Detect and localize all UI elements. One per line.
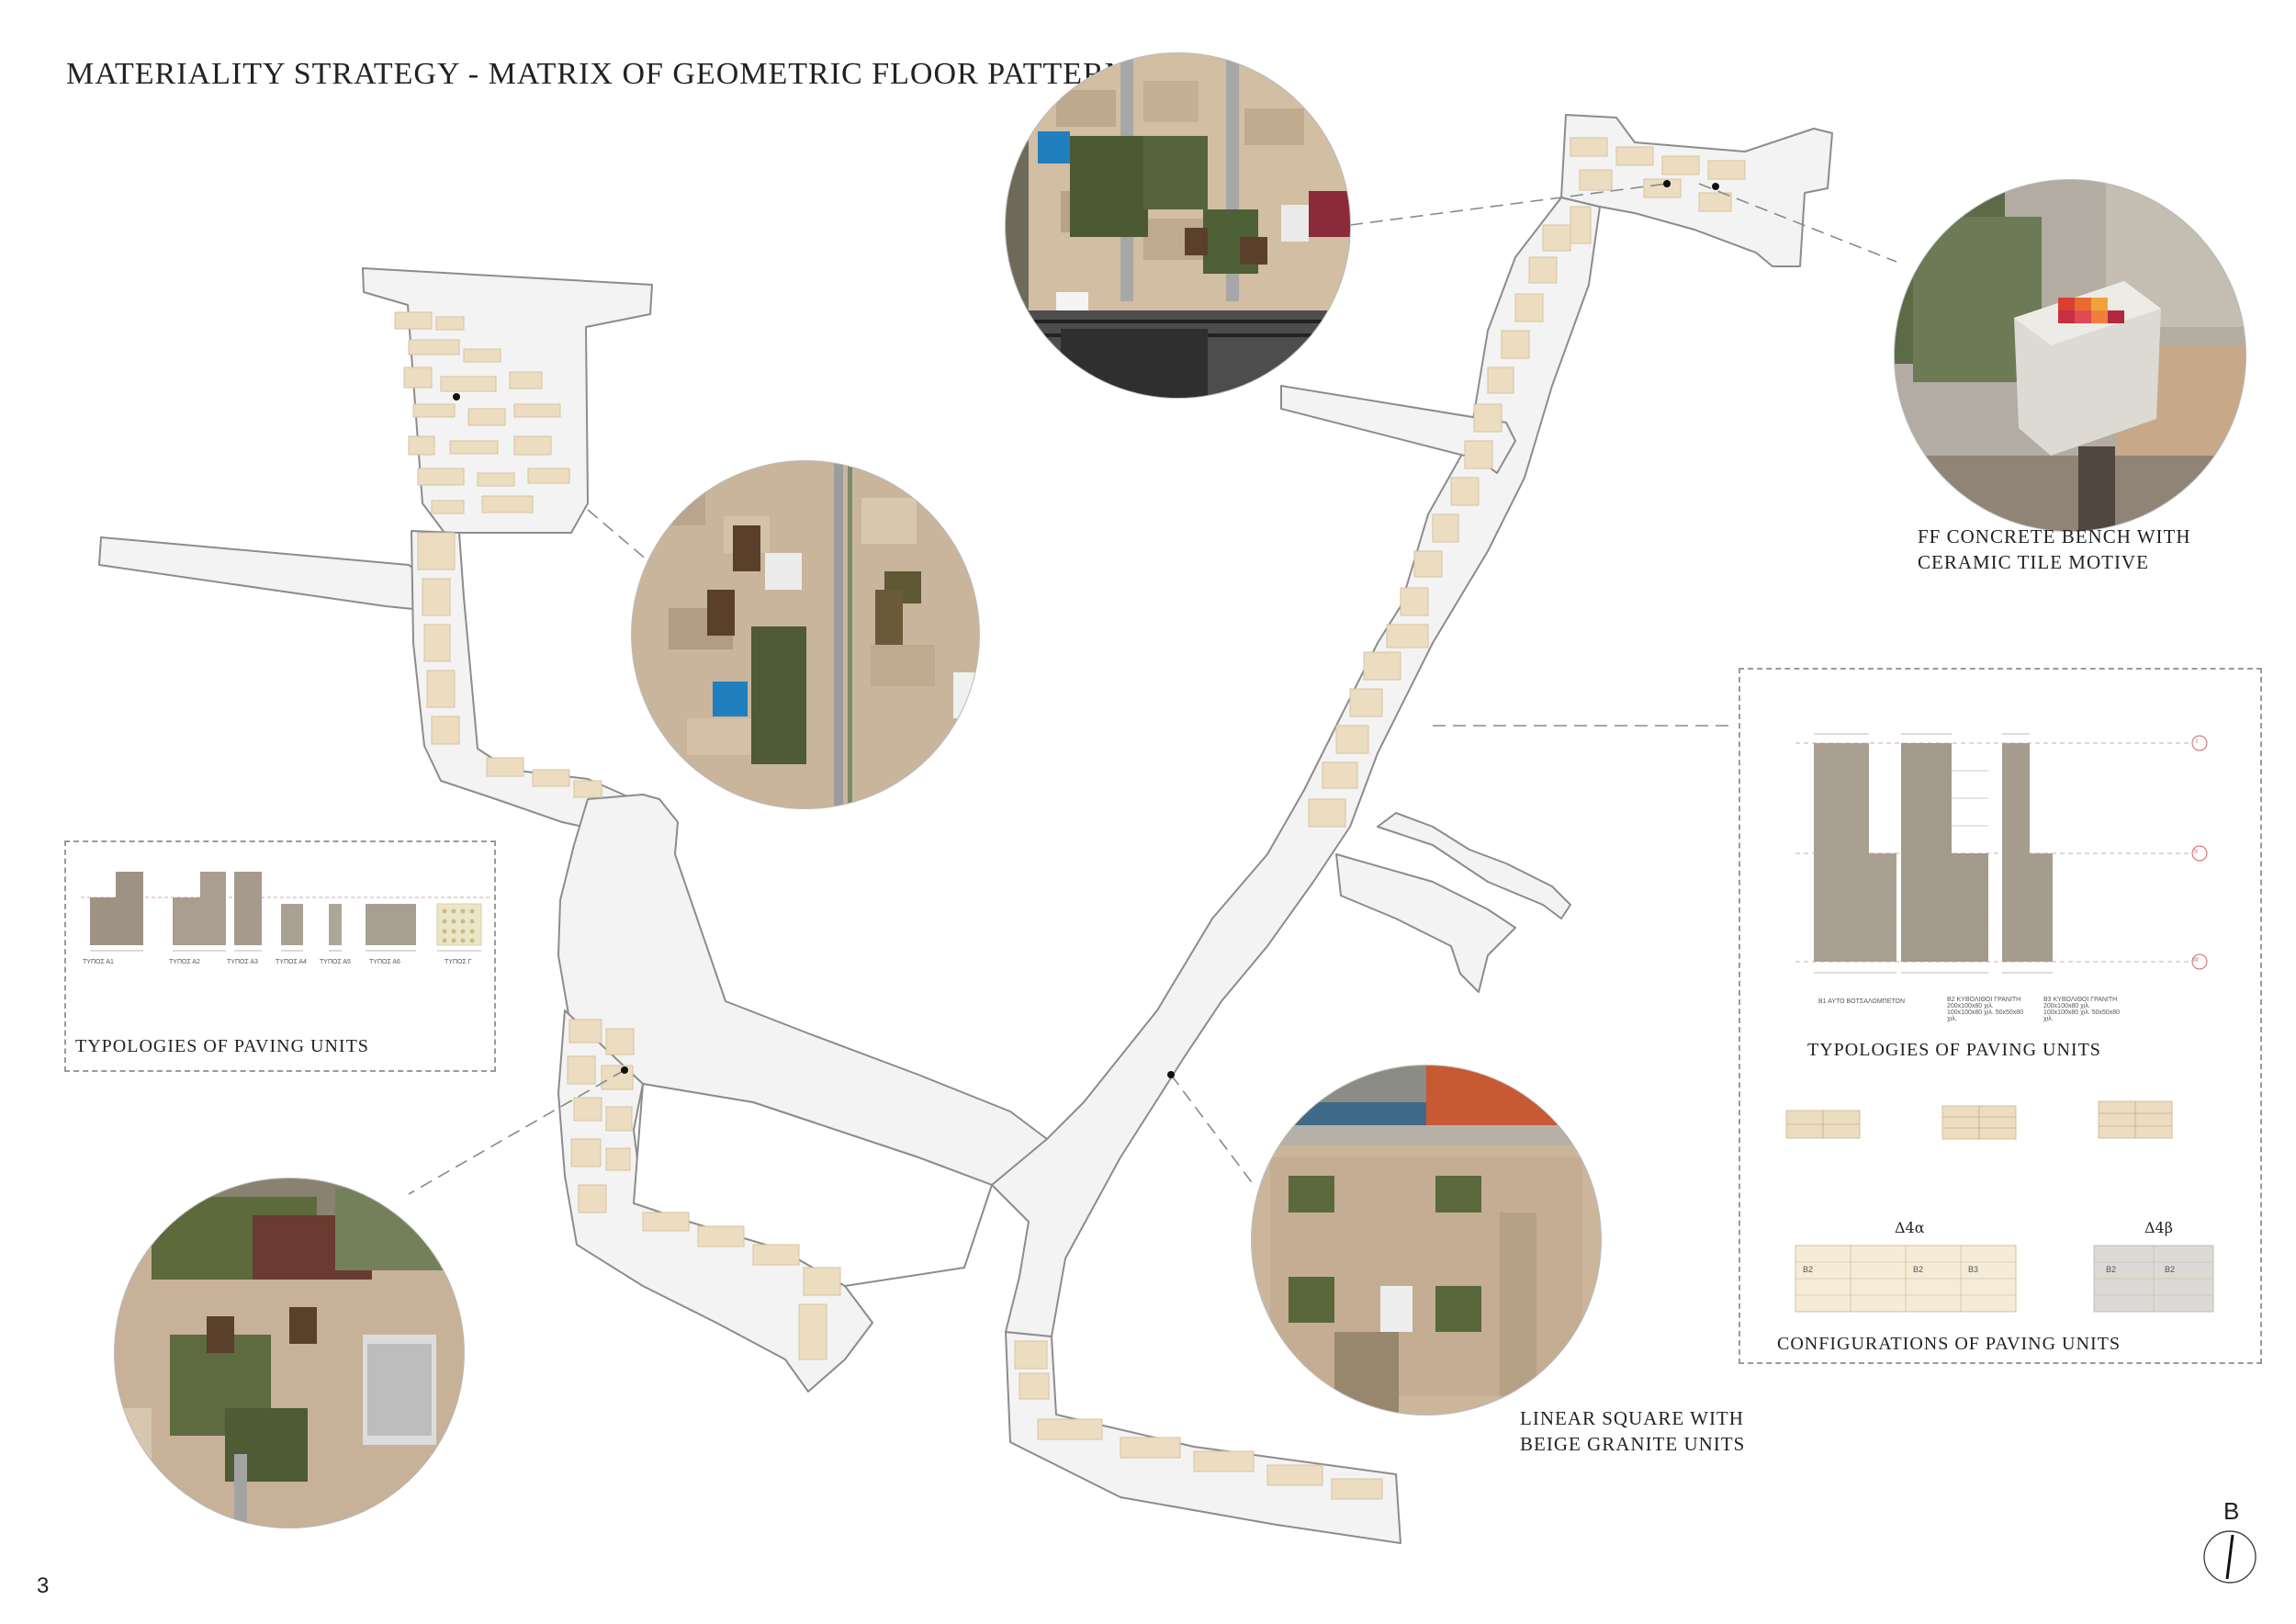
config-d4a [1795, 1245, 2017, 1313]
plan-east-branch [1377, 812, 1571, 919]
type-a4-unit [281, 904, 303, 945]
page-title: MATERIALITY STRATEGY - MATRIX OF GEOMETR… [66, 57, 1147, 91]
unit-b3 [2002, 743, 2053, 962]
plan-top-left-square [362, 267, 653, 534]
type-g-label: ΤΥΠΟΣ Γ [445, 959, 472, 965]
leader-dots [453, 180, 1719, 1078]
plan-bottom-street [1005, 1331, 1401, 1544]
bench-photo-illustration [1895, 180, 2245, 531]
photo-concrete-bench [1895, 180, 2245, 531]
right-typologies-caption: TYPOLOGIES OF PAVING UNITS [1807, 1040, 2101, 1060]
right-typologies-drawing [1785, 733, 2214, 1313]
plan-east-branch-2 [1335, 853, 1516, 993]
plan-diagonal-avenue [991, 197, 1601, 1337]
page-number: 3 [37, 1573, 50, 1598]
config-d4a-label: Δ4α [1895, 1219, 1925, 1236]
north-arrow-icon [2203, 1530, 2257, 1584]
linear-square-caption-line-1: LINEAR SQUARE WITH [1520, 1407, 1744, 1429]
left-typologies-panel: ΤΥΠΟΣ Α1 ΤΥΠΟΣ Α2 ΤΥΠΟΣ Α3 ΤΥΠΟΣ Α4 ΤΥΠΟ… [64, 840, 496, 1072]
photo-top-square [1006, 53, 1350, 398]
unit-b2-note: Β2 ΚΥΒΟΛΙΘΟΙ ΓΡΑΝΙΤΗ 200x100x80 χιλ. 100… [1947, 997, 2024, 1022]
photo-lower-plaza [115, 1179, 464, 1528]
linear-square-caption: LINEAR SQUARE WITH BEIGE GRANITE UNITS [1520, 1405, 1745, 1457]
cell-label-b2: Β2 [1803, 1265, 1814, 1274]
cell-label-b3: Β3 [1968, 1265, 1979, 1274]
left-typologies-drawing [81, 872, 490, 952]
plan-west-street [98, 536, 442, 612]
type-a5-label: ΤΥΠΟΣ Α5 [320, 959, 351, 965]
type-a1-unit [90, 872, 143, 945]
level-label-iii: III [2193, 957, 2199, 964]
type-a2-label: ΤΥΠΟΣ Α2 [169, 959, 200, 965]
unit-b3-note: Β3 ΚΥΒΟΛΙΘΟΙ ΓΡΑΝΙΤΗ 200x100x80 χιλ. 100… [2043, 997, 2121, 1022]
plan-north-spur [1280, 385, 1516, 474]
paving-units [394, 137, 1746, 1500]
plaza-aerial-illustration [632, 461, 979, 808]
unit-b1-note: Β1 ΑΥΤΟ ΒΟΤΣΑΛΟΜΠΕΤΟΝ [1818, 998, 1906, 1005]
config-d4b-label: Δ4β [2144, 1219, 2173, 1236]
linear-square-illustration [1252, 1066, 1601, 1415]
right-typologies-panel: I II III Β1 ΑΥΤΟ ΒΟΤΣΑΛΟΜΠΕΤΟΝ Β2 ΚΥΒΟΛΙ… [1739, 668, 2262, 1364]
type-a4-label: ΤΥΠΟΣ Α4 [276, 959, 307, 965]
type-a5-unit [329, 904, 342, 945]
type-a6-unit [366, 904, 416, 945]
photo-linear-square [1252, 1066, 1601, 1415]
level-label-i: I [2196, 739, 2198, 745]
unit-b1 [1814, 743, 1896, 962]
type-a2-unit [173, 872, 226, 945]
cell-label-b2: Β2 [2165, 1265, 2176, 1274]
type-a6-label: ΤΥΠΟΣ Α6 [369, 959, 400, 965]
config-d4b [2093, 1245, 2214, 1313]
type-a1-label: ΤΥΠΟΣ Α1 [83, 959, 114, 965]
bench-caption-line-2: CERAMIC TILE MOTIVE [1918, 551, 2149, 573]
level-marker-iii [2191, 953, 2208, 970]
lower-plaza-illustration [115, 1179, 464, 1528]
cell-label-b2: Β2 [1913, 1265, 1924, 1274]
level-marker-i [2191, 735, 2208, 751]
north-label: B [2223, 1497, 2240, 1525]
photo-plaza-center [632, 461, 979, 808]
level-label-ii: II [2194, 849, 2198, 855]
bench-caption-line-1: FF CONCRETE BENCH WITH [1918, 525, 2191, 547]
type-a3-unit [234, 872, 262, 945]
top-square-aerial-illustration [1006, 53, 1350, 398]
cell-label-b2: Β2 [2106, 1265, 2117, 1274]
linear-square-caption-line-2: BEIGE GRANITE UNITS [1520, 1433, 1746, 1455]
type-a3-label: ΤΥΠΟΣ Α3 [227, 959, 258, 965]
configurations-caption: CONFIGURATIONS OF PAVING UNITS [1777, 1334, 2121, 1354]
unit-b2 [1901, 743, 1988, 962]
level-marker-ii [2191, 845, 2208, 862]
bench-caption: FF CONCRETE BENCH WITH CERAMIC TILE MOTI… [1918, 524, 2191, 575]
leader-lines [408, 183, 1897, 1195]
left-typologies-caption: TYPOLOGIES OF PAVING UNITS [75, 1036, 369, 1056]
